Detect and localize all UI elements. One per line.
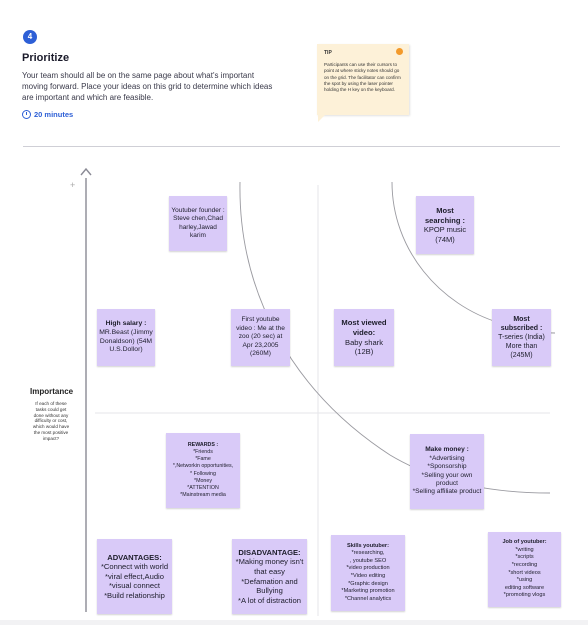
canvas-scrollbar[interactable] [0, 620, 588, 625]
sticky-note-skills-youtuber[interactable]: Skills youtuber: *researching, , youtube… [331, 535, 405, 611]
step-number-badge: 4 [23, 30, 37, 44]
timer[interactable]: 20 minutes [22, 110, 73, 119]
note-body: *Advertising *Sponsorship *Selling your … [412, 454, 482, 496]
sticky-note-most-viewed-video[interactable]: Most viewed video: Baby shark (12B) [334, 309, 394, 366]
axis-description: If each of these tasks could get done wi… [32, 401, 70, 441]
sticky-note-most-subscribed[interactable]: Most subscribed : T-series (India) More … [492, 309, 551, 366]
axis-arrow-icon [80, 167, 92, 176]
note-heading: Make money : [425, 446, 469, 454]
note-body: T-series (India) More than (245M) [498, 334, 545, 359]
note-body: *Connect with world *viral effect,Audio … [100, 562, 169, 600]
sticky-note-first-youtube-video[interactable]: First youtube video : Me at the zoo (20 … [231, 309, 290, 366]
note-body: First youtube video : Me at the zoo (20 … [236, 316, 285, 358]
note-body: KPOP music (74M) [423, 225, 467, 244]
sticky-note-advantages[interactable]: ADVANTAGES: *Connect with world *viral e… [97, 539, 172, 614]
timer-label: 20 minutes [34, 110, 74, 119]
note-heading: Most subscribed : [500, 316, 543, 332]
section-divider [23, 146, 560, 147]
tip-text: Participants can use their cursors to po… [324, 62, 401, 93]
sticky-note-youtuber-founder[interactable]: Youtuber founder : Steve chen,Chad harle… [169, 196, 227, 251]
note-heading: Most searching : [424, 206, 465, 225]
note-body: *Friends *Fame *,Networkin opportunities… [172, 448, 234, 499]
tip-card: TIP Participants can use their cursors t… [317, 44, 409, 115]
sticky-note-disadvantage[interactable]: DISADVANTAGE: *Making money isn't that e… [232, 539, 307, 614]
note-body: *Making money isn't that easy *Defamatio… [235, 557, 304, 605]
note-body: Baby shark (12B) [345, 337, 383, 357]
axis-label-importance: Importance [30, 387, 74, 396]
note-body: MR.Beast (Jimmy Donaldson) (54M U.S.Doll… [99, 328, 153, 354]
tip-label: TIP [324, 50, 332, 56]
sticky-note-make-money[interactable]: Make money : *Advertising *Sponsorship *… [410, 434, 484, 509]
note-heading: DISADVANTAGE: [238, 547, 301, 557]
page-title: Prioritize [22, 52, 70, 64]
note-heading: Skills youtuber: [347, 542, 389, 549]
tip-pointer [318, 114, 326, 122]
quadrant-curve-left [239, 181, 551, 494]
sticky-note-job-of-youtuber[interactable]: Job of youtuber: *writing *scripts *reco… [488, 532, 561, 607]
sticky-note-rewards[interactable]: REWARDS : *Friends *Fame *,Networkin opp… [166, 433, 240, 508]
note-body: Youtuber founder : Steve chen,Chad harle… [171, 206, 225, 240]
note-heading: ADVANTAGES: [107, 552, 162, 562]
page-description: Your team should all be on the same page… [22, 71, 273, 102]
note-heading: Job of youtuber: [502, 539, 547, 546]
sticky-note-high-salary[interactable]: High salary : MR.Beast (Jimmy Donaldson)… [97, 309, 155, 366]
sticky-note-most-searching[interactable]: Most searching : KPOP music (74M) [416, 196, 474, 254]
note-heading: Most viewed video: [341, 318, 387, 337]
note-body: *researching, , youtube SEO *video produ… [341, 550, 395, 602]
note-heading: REWARDS : [187, 441, 219, 448]
note-heading: High salary : [105, 320, 147, 328]
clock-icon [22, 110, 31, 119]
lightbulb-icon [396, 48, 403, 55]
plus-icon[interactable]: + [70, 180, 76, 190]
note-body: *writing *scripts *recording *short vide… [503, 546, 546, 599]
